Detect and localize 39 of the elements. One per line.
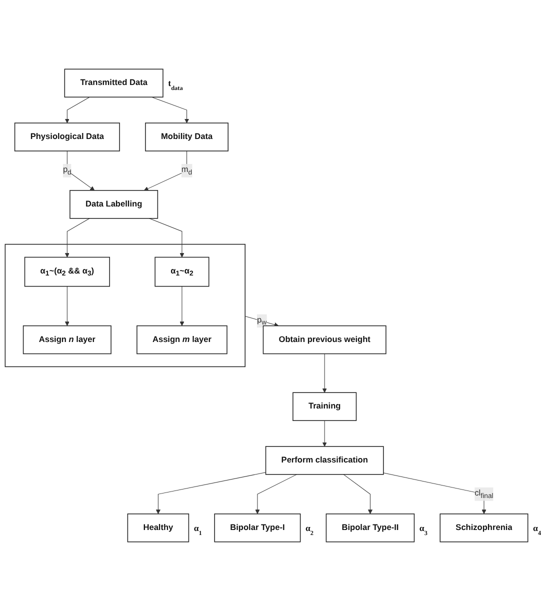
edge-label: p$_{w}$: [257, 316, 267, 326]
arrow: [322, 354, 327, 393]
variable-label: α$_{2}$: [306, 522, 314, 536]
node-box: Perform classification: [265, 446, 384, 475]
edge-label: p$_{d}$: [62, 165, 72, 176]
edge-label: cl$_{final}$: [474, 488, 494, 500]
node-box: Mobility Data: [145, 122, 228, 152]
node-box: Physiological Data: [14, 122, 120, 152]
arrow: [322, 420, 327, 447]
variable-label: α$_{3}$: [419, 522, 428, 536]
node-box: α$_{1}$~(α$_{2}$ && α$_{3}$): [24, 256, 110, 287]
arrow: [255, 474, 297, 514]
variable-label: α$_{4}$: [533, 522, 542, 536]
node-box: Data Labelling: [70, 190, 158, 219]
arrow: [343, 474, 372, 514]
node-box: Bipolar Type-II: [326, 514, 415, 542]
node-box: Healthy: [127, 514, 190, 542]
variable-label: α$_{1}$: [194, 522, 202, 536]
edge-label: m$_{d}$: [181, 165, 192, 176]
arrow: [156, 472, 266, 514]
arrow: [64, 218, 90, 258]
variable-label: t$_{data}$: [168, 78, 183, 92]
arrow: [151, 96, 190, 124]
node-box: Training: [292, 392, 357, 421]
arrow: [66, 150, 95, 191]
node-box: Transmitted Data: [64, 68, 164, 98]
node-box: α$_{1}$~α$_{2}$: [154, 256, 210, 287]
arrow: [144, 150, 188, 191]
arrow: [148, 218, 184, 258]
arrow: [180, 286, 184, 326]
cluster: [4, 244, 246, 368]
node-box: Obtain previous weight: [262, 325, 386, 354]
node-box: Assign n layer: [22, 325, 112, 354]
node-box: Bipolar Type-I: [214, 514, 301, 542]
arrow: [64, 286, 70, 326]
arrow: [64, 96, 90, 124]
arrow: [383, 472, 486, 514]
node-box: Schizophrenia: [440, 514, 528, 542]
node-box: Assign m layer: [136, 325, 228, 354]
